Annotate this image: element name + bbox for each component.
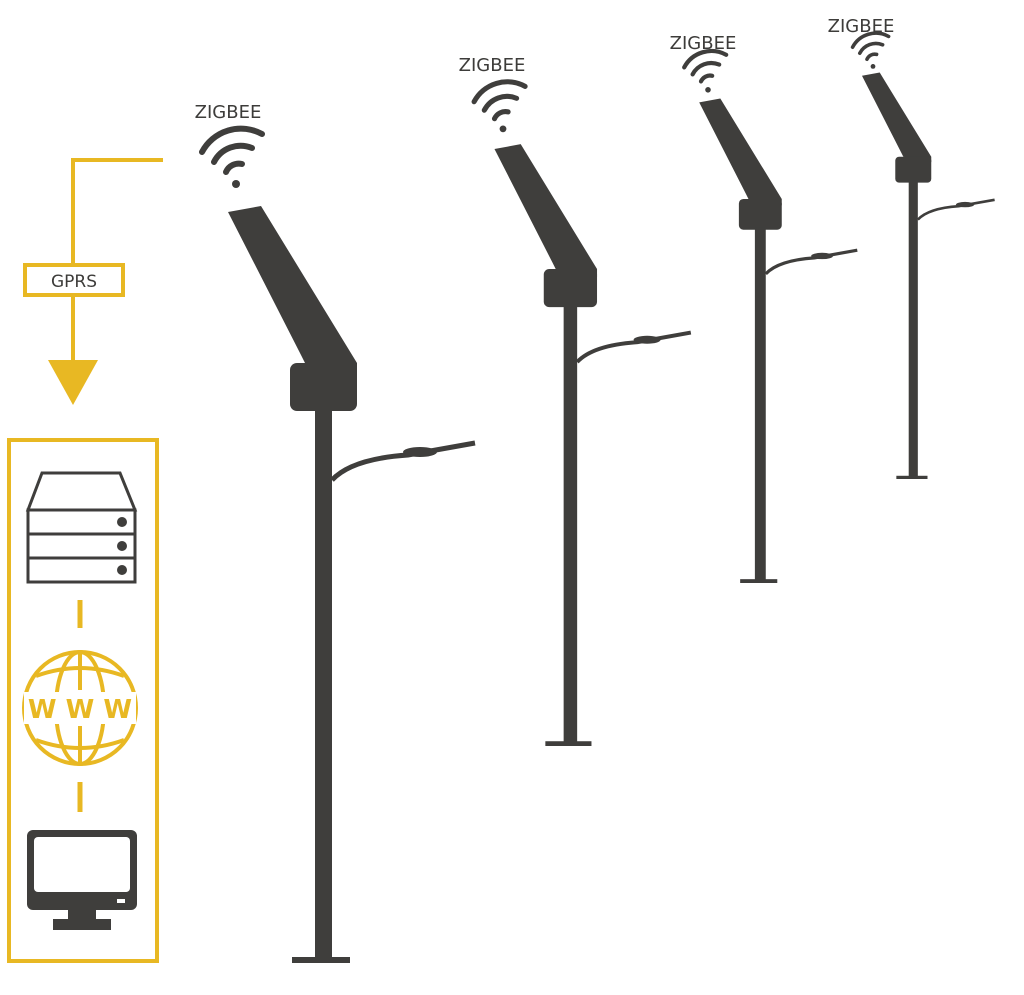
streetlight-pole-4: [860, 71, 996, 481]
control-center-box: [7, 438, 159, 963]
streetlight-pole-2: [492, 142, 693, 748]
monitor-icon: [27, 830, 137, 930]
zigbee-label-3: ZIGBEE: [670, 33, 737, 54]
zigbee-label-2: ZIGBEE: [459, 55, 526, 76]
zigbee-label-1: ZIGBEE: [195, 102, 262, 123]
gprs-link: [23, 158, 163, 360]
streetlight-pole-3: [697, 96, 859, 585]
www-label: W W W: [28, 695, 132, 725]
server-icon: [25, 471, 138, 584]
wifi-icon: [684, 51, 726, 93]
streetlight-pole-1: [228, 206, 475, 963]
gprs-label: GPRS: [51, 272, 97, 292]
wifi-icon: [202, 129, 262, 188]
arrow-down-icon: [48, 360, 98, 405]
globe-www-icon: [22, 650, 138, 766]
wifi-icon: [850, 31, 891, 71]
wifi-icon: [474, 82, 525, 132]
zigbee-label-4: ZIGBEE: [828, 16, 895, 37]
